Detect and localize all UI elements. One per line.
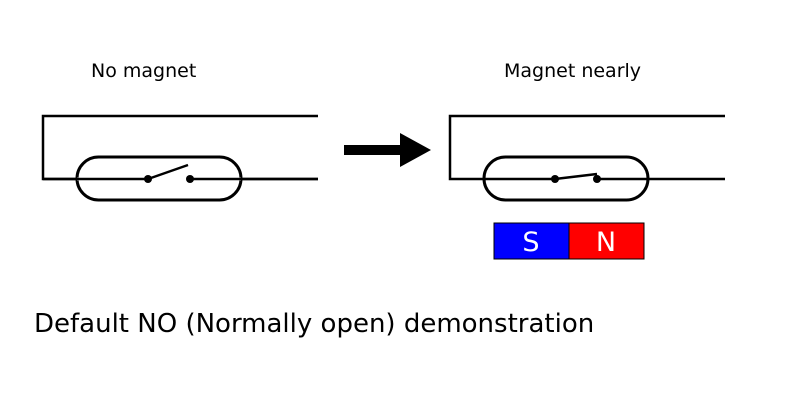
left-open-contact-lever [147, 163, 189, 181]
arrow-shaft [344, 145, 404, 155]
magnet-north-label: N [596, 227, 616, 258]
bar-magnet: S N [493, 222, 645, 260]
right-contact-terminal [593, 175, 601, 183]
transition-arrow [344, 133, 431, 167]
right-contact-pivot [551, 175, 559, 183]
magnet-north-pole [568, 222, 645, 260]
magnet-south-pole [493, 222, 570, 260]
right-panel-title: Magnet nearly [504, 60, 641, 82]
left-panel: No magnet [41, 60, 318, 202]
left-panel-title: No magnet [91, 60, 196, 82]
right-panel: Magnet nearly S N [448, 60, 725, 260]
diagram-caption: Default NO (Normally open) demonstration [34, 309, 594, 339]
right-closed-contact-lever [554, 172, 598, 181]
left-contact-terminal [186, 175, 194, 183]
arrow-head [400, 133, 431, 167]
magnet-south-label: S [522, 227, 539, 258]
left-contact-pivot [144, 175, 152, 183]
